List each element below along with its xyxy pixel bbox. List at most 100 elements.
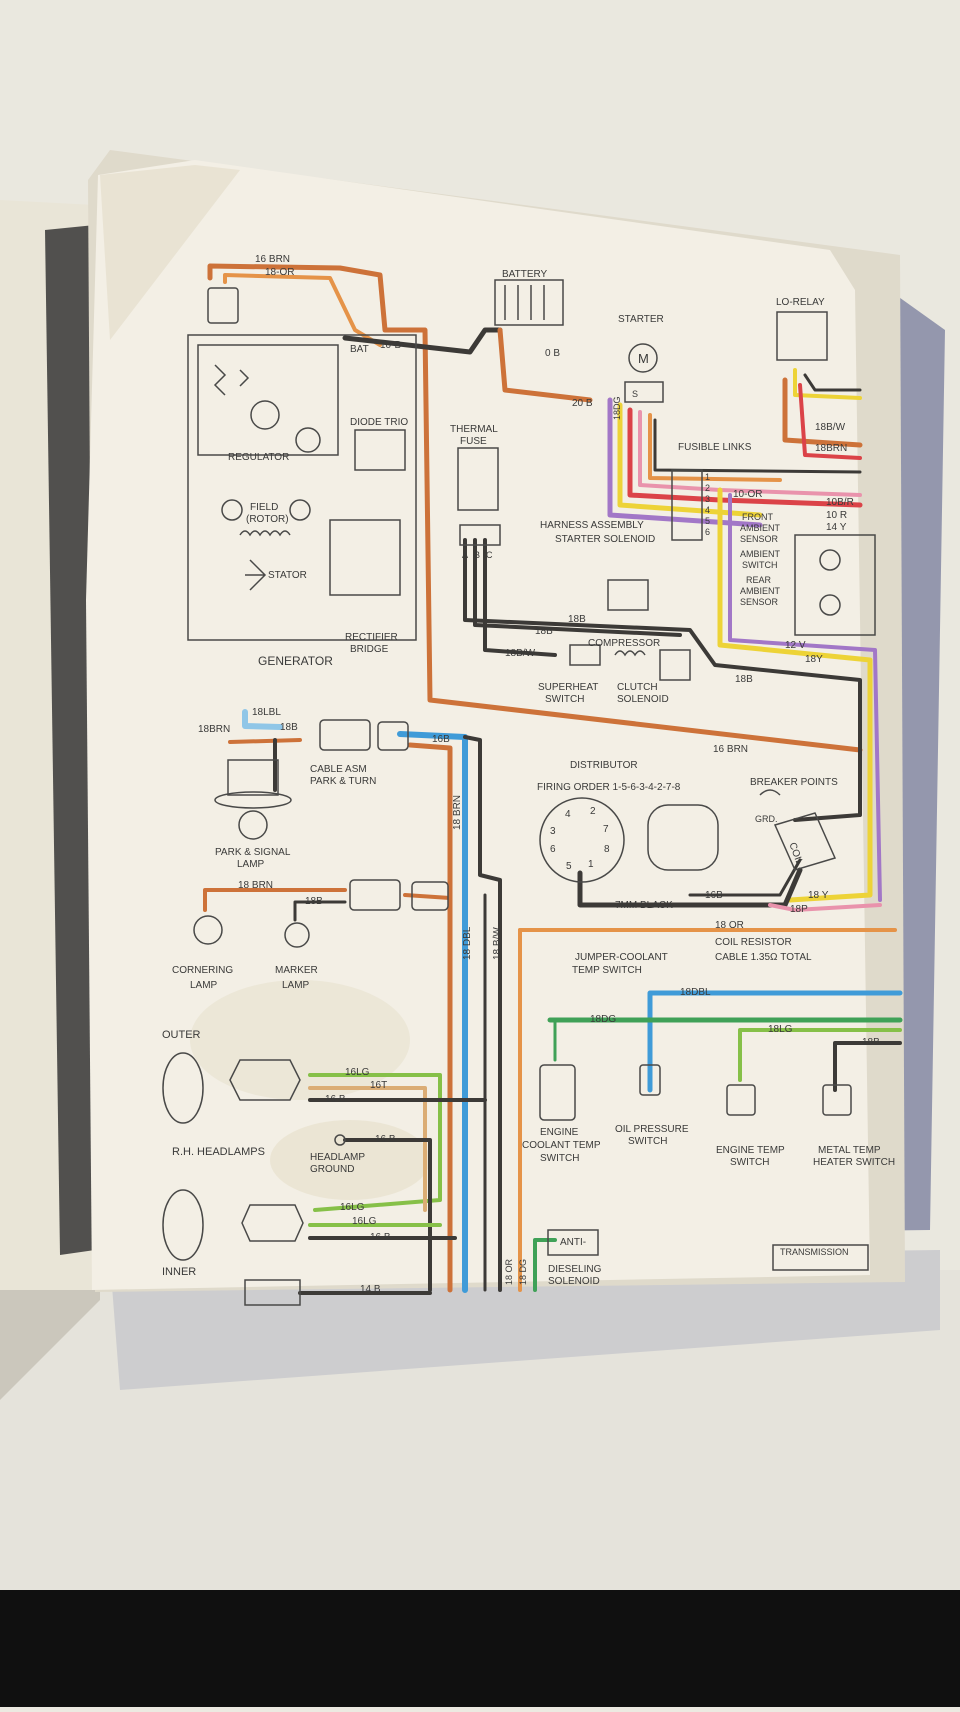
label-rear-sensor: SENSOR [740, 597, 779, 607]
label-ambient-switch-2: SWITCH [742, 560, 778, 570]
label-metal-temp-2: HEATER SWITCH [813, 1157, 895, 1168]
wire-red-harness [627, 407, 863, 508]
ambient-sensor-panel [794, 534, 876, 636]
firing-digit: 8 [604, 844, 610, 855]
rectifier-bridge-box [329, 519, 401, 596]
wire-label-16lg-inner: 16LG [340, 1202, 365, 1213]
generator-box [187, 334, 417, 641]
wire-label-18brn-vert: 18 BRN [452, 795, 463, 830]
folded-corner [100, 165, 240, 340]
wire-18lg [738, 1028, 902, 1082]
wire-label-18brn-corner: 18 BRN [238, 880, 273, 891]
connector-digit: 5 [705, 516, 710, 526]
connector-digit: 1 [705, 472, 710, 482]
label-headlamp-ground-2: GROUND [310, 1164, 354, 1175]
superheat-switch [569, 644, 601, 666]
distributor-body [647, 804, 719, 871]
wire-label-18b-c: 18B [735, 674, 753, 685]
label-diode-trio: DIODE TRIO [350, 417, 408, 428]
solenoid-s: S [632, 389, 638, 399]
label-metal-temp-1: METAL TEMP [818, 1145, 881, 1156]
label-thermal: THERMAL [450, 424, 498, 435]
label-compressor: COMPRESSOR [588, 638, 660, 649]
park-lamp-bulb [238, 810, 268, 840]
wire-18b-right [833, 1041, 902, 1092]
label-generator: GENERATOR [258, 654, 333, 668]
wire-label-10r: 10 R [826, 510, 847, 521]
wire-pink-harness [638, 410, 862, 497]
label-grd: GRD. [755, 814, 778, 824]
label-engine-coolant-3: SWITCH [540, 1153, 579, 1164]
label-starter: STARTER [618, 314, 664, 325]
stain [190, 980, 410, 1100]
label-oil-pressure-1: OIL PRESSURE [615, 1124, 689, 1135]
firing-digits: 4 2 3 7 6 8 5 1 [550, 806, 610, 872]
inner-headlamp-connector [241, 1204, 304, 1242]
marker-lamp-bulb [284, 922, 310, 948]
wire-label-14b: 14 B [360, 1284, 381, 1295]
label-clutch-1: CLUTCH [617, 682, 658, 693]
firing-digit: 6 [550, 844, 556, 855]
compressor-plug [659, 649, 691, 681]
wire-18b-b [473, 538, 682, 637]
bottom-lamp [244, 1279, 301, 1306]
label-ambient: AMBIENT [740, 523, 781, 533]
wire-label-16lg: 16LG [345, 1067, 370, 1078]
wire-label-bat: BAT [350, 344, 369, 355]
wire-16t [308, 1086, 427, 1212]
firing-digit: 1 [588, 859, 594, 870]
label-marker-2: LAMP [282, 980, 310, 991]
wire-relay-brown [782, 377, 863, 448]
inner-headlamp [162, 1189, 204, 1261]
fuse-pin: A [462, 550, 468, 560]
oil-pressure-switch [639, 1064, 661, 1096]
label-ambient-switch-1: AMBIENT [740, 549, 781, 559]
wire-label-16b-head: 16 B [325, 1094, 346, 1105]
label-harness-2: STARTER SOLENOID [555, 534, 655, 545]
generator-plug [207, 287, 239, 324]
wire-label-18brn-relay: 18BRN [815, 443, 847, 454]
label-rear-ambient: AMBIENT [740, 586, 781, 596]
rotor-coil [239, 530, 291, 537]
label-stator: STATOR [268, 570, 307, 581]
label-anti-1: ANTI- [560, 1237, 586, 1248]
wire-18y-long [717, 487, 873, 903]
label-clutch-2: SOLENOID [617, 694, 669, 705]
field-terminal-right [289, 499, 311, 521]
thermal-fuse-connector [459, 524, 501, 546]
label-engine-temp-2: SWITCH [730, 1157, 769, 1168]
wire-label-12v: 12 V [785, 640, 806, 651]
wire-label-14y: 14 Y [826, 522, 847, 533]
label-superheat-1: SUPERHEAT [538, 682, 598, 693]
wire-label-16b-ground: 16 B [375, 1134, 396, 1145]
wire-label-18y-mid: 18Y [805, 654, 823, 665]
transmission-box [772, 1244, 869, 1271]
wire-label-18b-b: 18B [535, 626, 553, 637]
wire-7mm-black [577, 867, 803, 908]
label-rh-headlamps: R.H. HEADLAMPS [172, 1146, 265, 1158]
wire-18b-a [463, 538, 862, 822]
field-terminal-left [221, 499, 243, 521]
wire-label-18dg-right: 18DG [590, 1014, 616, 1025]
label-park-signal-1: PARK & SIGNAL [215, 847, 291, 858]
label-marker-1: MARKER [275, 965, 318, 976]
harness-connector [671, 469, 703, 541]
connector-digit: 3 [705, 494, 710, 504]
label-engine-coolant-2: COOLANT TEMP [522, 1140, 601, 1151]
label-headlamp-ground-1: HEADLAMP [310, 1152, 365, 1163]
wire-relay-yellow [793, 368, 862, 400]
label-transmission: TRANSMISSION [780, 1247, 849, 1257]
wire-label-16b-coil: 16B [705, 890, 723, 901]
wire-18brn-vert [407, 742, 453, 1293]
connector-digit: 2 [705, 483, 710, 493]
wire-label-18b-marker: 18B [305, 896, 323, 907]
wire-label-18or-vert: 18 OR [504, 1258, 514, 1285]
label-cornering-2: LAMP [190, 980, 218, 991]
ground-symbol [759, 789, 781, 796]
firing-digit: 7 [603, 824, 609, 835]
park-lamp-base [214, 791, 292, 809]
label-rotor: (ROTOR) [246, 514, 289, 525]
anti-dieseling-solenoid [547, 1229, 599, 1256]
label-coil-resistor-3: CABLE 1.35Ω TOTAL [715, 952, 812, 963]
